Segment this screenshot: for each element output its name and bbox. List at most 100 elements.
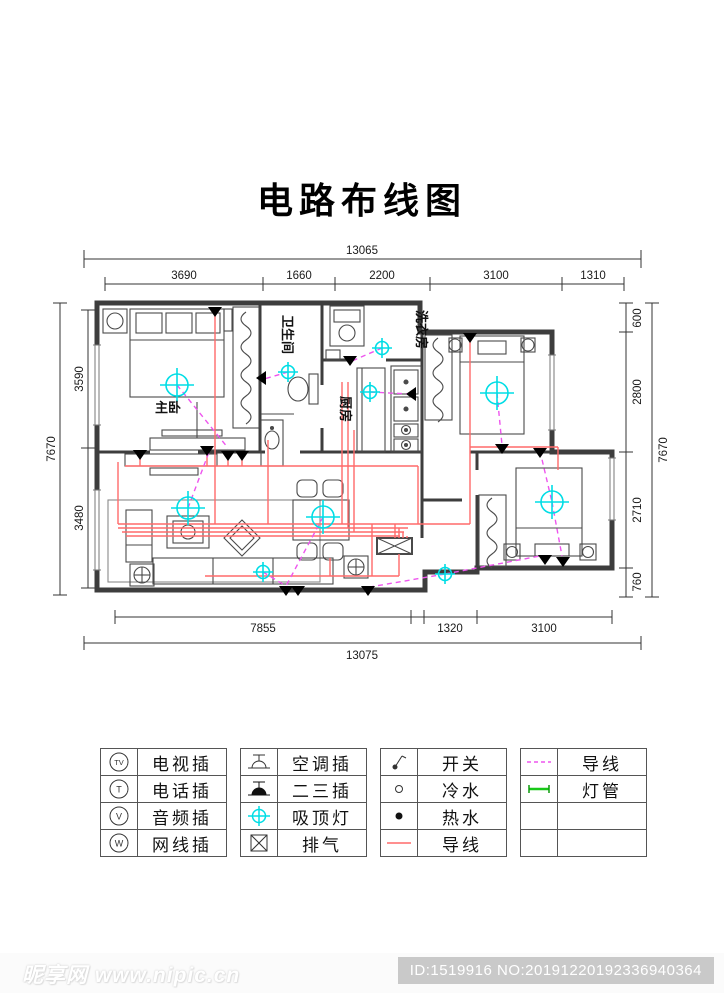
svg-text:760: 760 — [632, 572, 644, 591]
ceiling-lamp-icon — [278, 362, 298, 382]
watermark-site-url: www.nipic.cn — [94, 964, 241, 987]
socket-marker — [495, 444, 509, 454]
legend-row-cold-water: 冷水 — [381, 776, 506, 803]
watermark-site-name: 昵享网 — [22, 964, 88, 987]
svg-text:TV: TV — [114, 758, 124, 767]
legend-row-audio-socket: V 音频插 — [101, 803, 226, 830]
exhaust-fan-icon — [241, 830, 278, 856]
two-three-socket-icon — [241, 776, 278, 802]
legend-table-fixtures: 空调插 二三插 吸顶灯 排气 — [240, 748, 367, 857]
legend-row-wire-dashed: 导线 — [521, 749, 646, 776]
legend: TV 电视插 T 电话插 V 音频插 W 网线插 空调 — [100, 748, 647, 857]
socket-marker — [279, 586, 293, 596]
svg-text:W: W — [115, 839, 124, 849]
legend-table-lines: 导线 灯管 — [520, 748, 647, 857]
ceiling-lamp-icon — [372, 338, 392, 358]
room-label-laundry: 洗衣房 — [414, 310, 429, 349]
svg-text:2800: 2800 — [632, 379, 644, 405]
watermark-site: 昵享网 www.nipic.cn — [22, 959, 240, 989]
network-socket-icon: W — [101, 830, 138, 856]
legend-row-network-socket: W 网线插 — [101, 830, 226, 856]
room-label-master-bedroom: 主卧 — [155, 400, 181, 415]
socket-marker — [133, 450, 147, 460]
ceiling-lamp-icon — [241, 803, 278, 829]
legend-row-exhaust-fan: 排气 — [241, 830, 366, 856]
svg-text:1660: 1660 — [286, 270, 312, 282]
svg-text:3100: 3100 — [531, 623, 557, 635]
ceiling-lamp-icon — [480, 376, 514, 410]
socket-marker — [221, 451, 235, 461]
socket-markers — [133, 307, 570, 596]
ceiling-lamp-icon — [171, 491, 205, 525]
legend-row-empty — [521, 830, 646, 856]
dim-left-total: 7670 — [46, 436, 58, 462]
socket-marker — [343, 356, 357, 366]
legend-row-switch: 开关 — [381, 749, 506, 776]
dim-bottom-total: 13075 — [346, 650, 378, 662]
ceiling-lamp-icon — [160, 368, 194, 402]
legend-row-ceiling-lamp: 吸顶灯 — [241, 803, 366, 830]
ceiling-lamps — [160, 338, 569, 584]
tv-socket-icon: TV — [101, 749, 138, 775]
lamp-tube-icon — [521, 776, 558, 802]
svg-text:3480: 3480 — [74, 505, 86, 531]
legend-table-sockets: TV 电视插 T 电话插 V 音频插 W 网线插 — [100, 748, 227, 857]
socket-marker — [406, 387, 416, 401]
socket-marker — [533, 448, 547, 458]
socket-marker — [208, 307, 222, 317]
svg-text:3690: 3690 — [171, 270, 197, 282]
wire-solid-icon — [381, 830, 418, 856]
switch-icon — [381, 749, 418, 775]
legend-row-lamp-tube: 灯管 — [521, 776, 646, 803]
legend-row-empty — [521, 803, 646, 830]
socket-marker — [361, 586, 375, 596]
svg-text:600: 600 — [632, 308, 644, 327]
watermark-id: ID:1519916 NO:20191220192336940364 — [397, 957, 714, 984]
socket-marker — [556, 557, 570, 567]
ceiling-lamp-icon — [360, 382, 380, 402]
socket-marker — [291, 586, 305, 596]
socket-marker — [538, 555, 552, 565]
legend-row-tv-socket: TV 电视插 — [101, 749, 226, 776]
svg-text:7855: 7855 — [250, 623, 276, 635]
legend-row-phone-socket: T 电话插 — [101, 776, 226, 803]
svg-text:1310: 1310 — [580, 270, 606, 282]
socket-marker — [463, 333, 477, 343]
room-label-kitchen: 厨房 — [338, 396, 353, 422]
furniture — [102, 305, 597, 587]
wire-dashed-icon — [521, 749, 558, 775]
hot-water-icon — [381, 803, 418, 829]
legend-row-hot-water: 热水 — [381, 803, 506, 830]
ceiling-lamp-icon — [253, 562, 273, 582]
control-wires — [176, 347, 563, 588]
ceiling-lamp-icon — [535, 485, 569, 519]
dim-top-total: 13065 — [346, 245, 378, 257]
legend-table-controls: 开关 冷水 热水 导线 — [380, 748, 507, 857]
legend-row-two-three-socket: 二三插 — [241, 776, 366, 803]
outer-walls — [94, 300, 615, 593]
svg-text:3100: 3100 — [483, 270, 509, 282]
dim-right-total: 7670 — [658, 437, 670, 463]
cold-water-icon — [381, 776, 418, 802]
svg-text:2710: 2710 — [632, 497, 644, 523]
watermark-bar: 昵享网 www.nipic.cn ID:1519916 NO:201912201… — [0, 953, 724, 993]
svg-text:3590: 3590 — [74, 366, 86, 392]
power-wires — [117, 312, 559, 577]
svg-text:T: T — [116, 785, 122, 795]
dimension-lines — [53, 250, 659, 650]
legend-row-wire-solid: 导线 — [381, 830, 506, 856]
ac-socket-icon — [241, 749, 278, 775]
audio-socket-icon: V — [101, 803, 138, 829]
room-labels: 主卧 卫生间 洗衣房 厨房 — [155, 310, 429, 422]
windows — [93, 344, 616, 571]
socket-marker — [256, 371, 266, 385]
dimension-labels: 13065 3690 1660 2200 3100 1310 7855 1320… — [46, 245, 670, 662]
svg-text:2200: 2200 — [369, 270, 395, 282]
socket-marker — [235, 451, 249, 461]
svg-text:1320: 1320 — [437, 623, 463, 635]
socket-marker — [200, 446, 214, 456]
room-label-bathroom: 卫生间 — [280, 315, 295, 354]
svg-text:V: V — [116, 812, 122, 822]
